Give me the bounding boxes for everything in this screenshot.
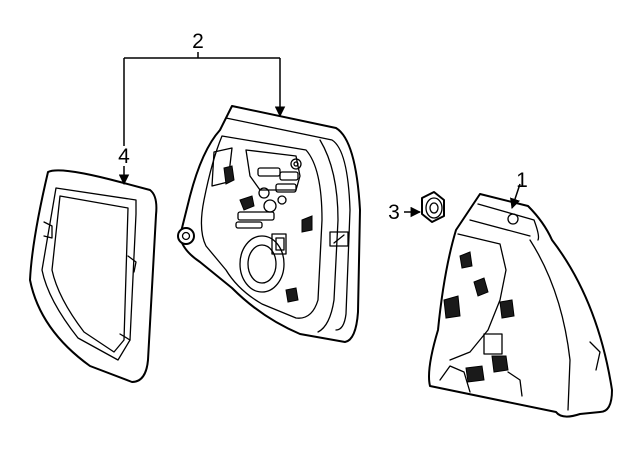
nut-part xyxy=(421,191,445,223)
callout-1: 1 xyxy=(516,169,528,192)
leader-lines xyxy=(118,52,521,218)
callout-2: 2 xyxy=(192,30,204,53)
mirror-cover-part xyxy=(428,193,613,418)
mirror-glass-frame-part xyxy=(29,169,158,383)
callout-4: 4 xyxy=(118,145,130,168)
mirror-housing-assembly-part xyxy=(177,105,361,343)
callout-3: 3 xyxy=(388,201,400,224)
